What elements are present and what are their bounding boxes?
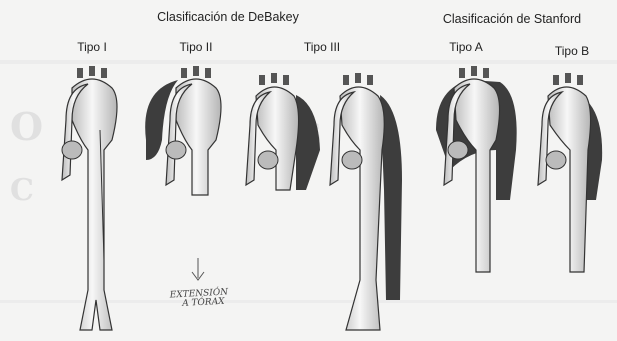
diagram-tipo-b (538, 73, 602, 272)
diagram-tipo-iii (246, 73, 402, 330)
stanford-title: Clasificación de Stanford (443, 12, 581, 26)
debakey-title: Clasificación de DeBakey (157, 10, 299, 24)
svg-text:O: O (10, 104, 43, 149)
diagram-tipo-a (436, 66, 517, 272)
label-tipo-b: Tipo B (555, 44, 589, 58)
label-tipo-iii: Tipo III (304, 40, 340, 54)
label-tipo-a: Tipo A (449, 40, 483, 54)
diagram-tipo-ii (145, 66, 221, 280)
label-tipo-i: Tipo I (77, 40, 107, 54)
svg-text:C: C (10, 173, 34, 208)
label-tipo-ii: Tipo II (180, 40, 213, 54)
diagram-tipo-i (62, 66, 117, 330)
handwritten-note: EXTENSIÓN A TÓRAX (170, 288, 229, 309)
